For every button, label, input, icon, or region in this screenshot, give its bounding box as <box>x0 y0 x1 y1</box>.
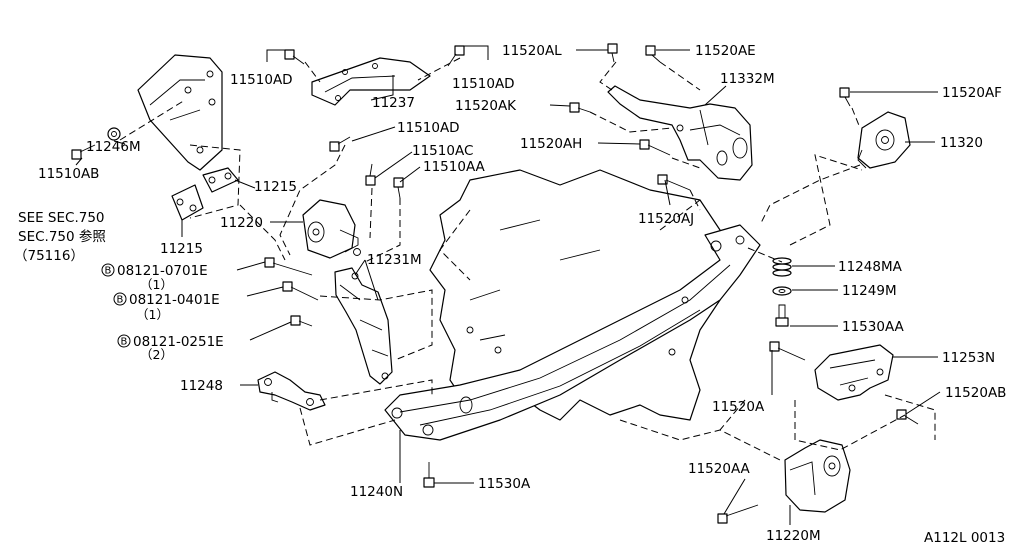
bolt-11510ad-a <box>284 49 305 65</box>
label-11520aj: 11520AJ <box>638 211 694 227</box>
bracket-11237 <box>311 57 431 106</box>
callout-labels: 11510AD 11510AD 11237 11510AD 11520AL 11… <box>14 43 1006 546</box>
bracket-11332m <box>607 85 753 181</box>
label-11520ae: 11520AE <box>695 43 756 59</box>
b-mark-1: B <box>105 266 112 277</box>
label-11237: 11237 <box>372 95 415 111</box>
label-11253n: 11253N <box>942 350 995 366</box>
label-11520a: 11520A <box>712 399 765 415</box>
leader-lines <box>75 45 941 525</box>
plate-11215-lower <box>171 184 204 221</box>
plate-11215-upper <box>202 167 239 193</box>
bolt-11520ah <box>639 139 671 156</box>
bolt-11520ak <box>569 102 591 113</box>
label-11510ad-a: 11510AD <box>230 72 293 88</box>
label-11520ah: 11520AH <box>520 136 582 152</box>
bolt-11510ad-c <box>329 136 351 152</box>
insulator-11320 <box>857 111 911 169</box>
label-11510ab: 11510AB <box>38 166 99 182</box>
b-circle-3 <box>117 334 131 348</box>
b-circle-2 <box>113 292 127 306</box>
engine-block-outline <box>429 169 731 421</box>
bracket-11253n <box>814 344 894 401</box>
bolt-11520aa <box>717 504 759 524</box>
bolt-08121-0251e <box>290 315 313 327</box>
bolt-11520a <box>769 341 806 361</box>
label-11246m: 11246M <box>86 139 141 155</box>
label-11510ac: 11510AC <box>412 143 473 159</box>
insulator-11220m <box>784 439 851 513</box>
b-mark-2: B <box>117 295 124 306</box>
label-11220m: 11220M <box>766 528 821 544</box>
label-11249m: 11249M <box>842 283 897 299</box>
label-08121-0701e-qty: （1） <box>140 277 173 292</box>
bolts <box>71 43 919 524</box>
label-08121-0251e-qty: （2） <box>140 347 173 362</box>
plate-11248 <box>257 371 326 411</box>
insulator-11220 <box>302 199 361 259</box>
left-bracket-sec750 <box>137 54 223 171</box>
crossmember-11240n <box>384 224 761 441</box>
label-11520af: 11520AF <box>942 85 1002 101</box>
label-11530aa: 11530AA <box>842 319 905 335</box>
bolt-11510ad-b <box>447 45 465 67</box>
label-see-sec-750: SEE SEC.750 <box>18 210 105 226</box>
label-11248ma: 11248MA <box>838 259 903 275</box>
label-11510ad-c: 11510AD <box>397 120 460 136</box>
bolt-11520al <box>607 43 618 63</box>
bolt-11520ae <box>645 45 661 63</box>
bolt-11530aa <box>775 304 789 327</box>
label-11220: 11220 <box>220 215 263 231</box>
label-11231m: 11231M <box>367 252 422 268</box>
diagram-reference-code: A112L 0013 <box>924 530 1005 546</box>
bolt-11520ab <box>896 409 919 425</box>
bolt-11520af <box>839 87 851 107</box>
dashed-assembly-lines <box>119 57 936 461</box>
label-11215-a: 11215 <box>254 179 297 195</box>
label-sec-750-ref: SEC.750 参照 <box>18 228 106 245</box>
label-08121-0251e: 08121-0251E <box>133 334 224 350</box>
label-11510aa: 11510AA <box>423 159 486 175</box>
label-11240n: 11240N <box>350 484 403 500</box>
b-circle-1 <box>101 263 115 277</box>
bolt-08121-0701e <box>264 257 313 276</box>
washer-11249m <box>772 286 792 296</box>
label-11215-b: 11215 <box>160 241 203 257</box>
label-11530a: 11530A <box>478 476 531 492</box>
bolt-11530a <box>423 462 435 488</box>
label-11520ab: 11520AB <box>945 385 1006 401</box>
bolt-11520aj <box>657 174 691 191</box>
b-mark-3: B <box>121 337 128 348</box>
bolt-11510ac <box>365 163 376 186</box>
bracket-11231m <box>334 267 393 385</box>
bolt-08121-0401e <box>282 281 319 301</box>
label-08121-0401e: 08121-0401E <box>129 292 220 308</box>
bolt-11510ab <box>71 144 96 160</box>
label-11520ak: 11520AK <box>455 98 517 114</box>
label-11332m: 11332M <box>720 71 775 87</box>
label-11248: 11248 <box>180 378 223 394</box>
label-75116: （75116） <box>14 248 84 264</box>
label-08121-0701e: 08121-0701E <box>117 263 208 279</box>
nut-11246m <box>107 127 121 141</box>
label-11520aa: 11520AA <box>688 461 751 477</box>
spacer-11248ma <box>772 257 792 277</box>
label-11320: 11320 <box>940 135 983 151</box>
label-11520al: 11520AL <box>502 43 562 59</box>
bolt-11510aa <box>393 177 404 199</box>
label-11510ad-b: 11510AD <box>452 76 515 92</box>
label-08121-0401e-qty: （1） <box>136 307 169 322</box>
